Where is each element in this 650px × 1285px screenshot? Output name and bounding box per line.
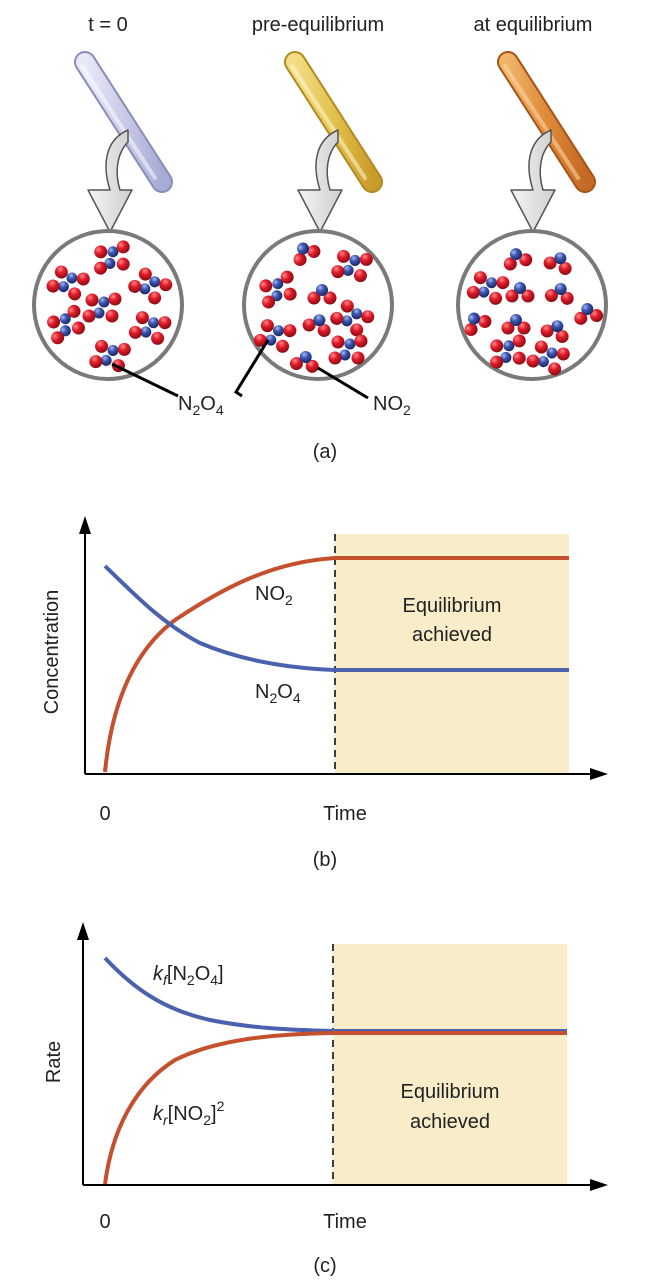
n2o4-molecule-icon [330,299,375,337]
no2-series-label: NO2 [255,583,293,608]
stage-title-pre-equilibrium: pre-equilibrium [252,14,384,36]
n2o4-molecule-icon [82,292,122,323]
no2-molecule-icon [293,242,321,266]
n2o4-leader-line-t0 [111,362,179,398]
no2-concentration-curve [103,556,569,773]
y-axis-label-c: Rate [43,1041,65,1083]
zoom-arrow-icon-t0 [87,129,133,233]
no2-molecule-icon [289,351,319,373]
x-origin-label-b: 0 [99,803,110,825]
x-axis-label-b: Time [323,803,367,825]
n2o4-molecule-icon [94,240,130,275]
test-tube-icon-pre-equilibrium [284,51,383,193]
no2-molecule-icon [503,248,533,271]
caption-b: (b) [313,849,337,871]
zoom-arrow-icon-pre-equilibrium [297,129,343,233]
n2o4-leader-line-pre-equilibrium [233,339,270,398]
forward-rate-curve [103,956,567,1033]
no2-molecule-icon [543,252,572,275]
no2-leader-line [317,366,369,400]
no2-molecule-icon [307,284,337,305]
equilibrium-label-line2-b: achieved [412,624,492,646]
x-axis-arrow-icon-c [590,1179,608,1191]
n2o4-molecule-icon [47,304,85,345]
molecules-layer [46,240,604,376]
no2-molecule-icon [302,314,331,337]
panel-c: kf[N2O4] kr[NO2]2 Equilibrium achieved R… [43,922,608,1277]
caption-a: (a) [313,441,337,463]
n2o4-concentration-curve [103,564,569,672]
y-axis-arrow-icon-b [79,516,91,534]
reverse-rate-curve [103,1031,567,1185]
n2o4-molecule-icon [328,334,368,365]
n2o4-molecule-icon [46,265,90,301]
x-origin-label-c: 0 [99,1211,110,1233]
stage-title-at-equilibrium: at equilibrium [474,14,593,36]
n2o4-molecule-icon [128,311,172,345]
equilibrium-label-line2-c: achieved [410,1111,490,1133]
no2-molecule-icon [540,320,569,343]
equilibrium-region-c [333,944,567,1185]
n2o4-molecule-icon [526,340,570,376]
stage-title-t0: t = 0 [88,14,127,36]
n2o4-molecule-icon [490,334,526,369]
no2-molecule-icon [574,303,604,325]
n2o4-series-label: N2O4 [255,681,301,706]
n2o4-label: N2O4 [178,393,224,418]
no2-molecule-icon [544,283,574,305]
n2o4-molecule-icon [331,249,373,283]
panel-b: NO2 N2O4 Equilibrium achieved Concentrat… [41,516,608,871]
x-axis-arrow-icon-b [590,768,608,780]
no2-molecule-icon [501,314,531,335]
no2-molecule-icon [464,312,492,336]
n2o4-molecule-icon [466,271,510,305]
equilibrium-label-line1-c: Equilibrium [401,1081,500,1103]
no2-label: NO2 [373,393,411,418]
forward-rate-label: kf[N2O4] [153,963,224,988]
equilibrium-region-b [335,534,569,774]
panel-a: t = 0 pre-equilibrium at equilibrium [32,14,608,463]
zoom-arrow-icon-at-equilibrium [510,129,556,233]
test-tube-icon-t0 [74,51,173,193]
reverse-rate-label: kr[NO2]2 [153,1098,225,1128]
n2o4-molecule-icon [259,270,297,309]
no2-molecule-icon [505,282,535,303]
n2o4-molecule-icon [128,267,173,305]
y-axis-arrow-icon-c [77,922,89,940]
x-axis-label-c: Time [323,1211,367,1233]
y-axis-label-b: Concentration [41,590,63,715]
test-tube-icon-at-equilibrium [497,51,596,193]
caption-c: (c) [313,1255,336,1277]
n2o4-molecule-icon [253,319,297,353]
equilibrium-label-line1-b: Equilibrium [403,595,502,617]
